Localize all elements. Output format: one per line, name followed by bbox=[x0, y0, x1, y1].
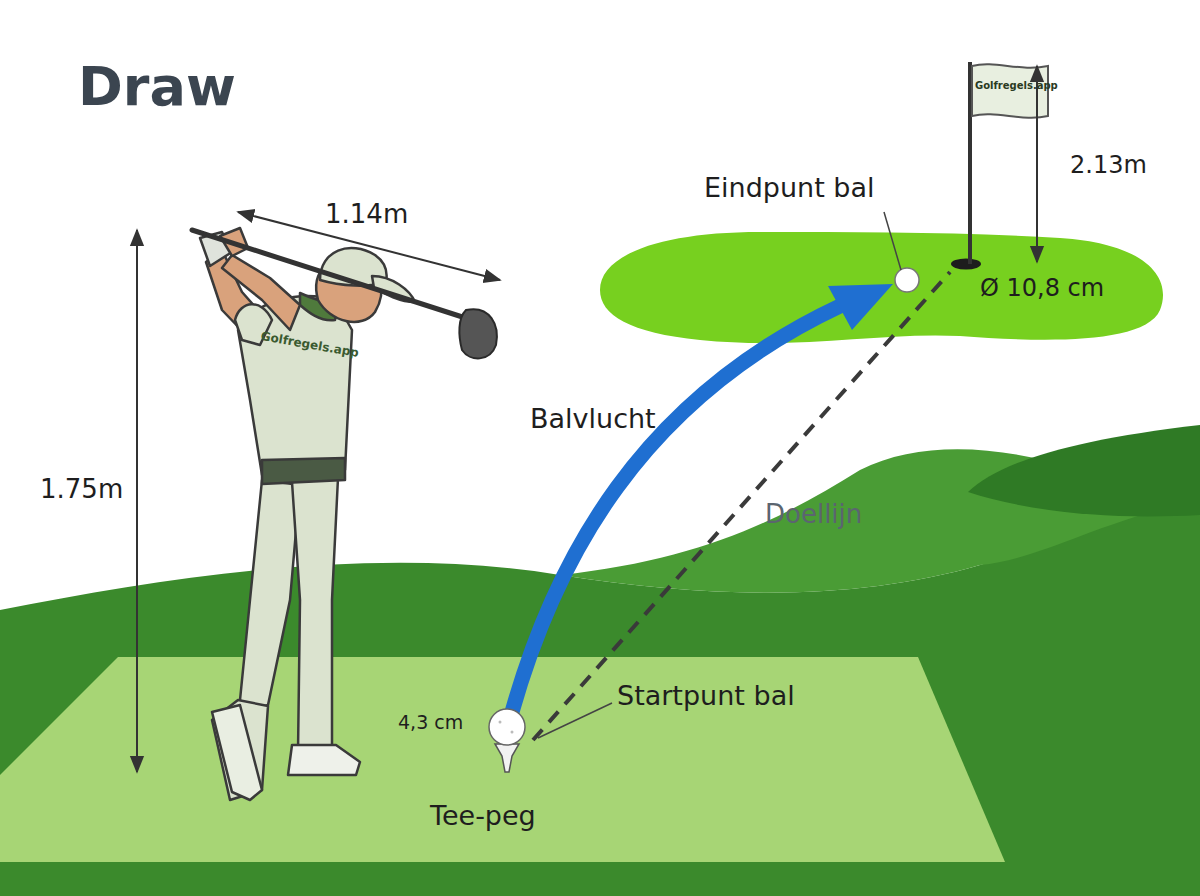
tee-peg bbox=[495, 744, 519, 772]
leader-line bbox=[538, 703, 612, 738]
flight-label: Balvlucht bbox=[530, 403, 656, 434]
line-label: Doellijn bbox=[765, 500, 862, 530]
hole bbox=[951, 259, 981, 270]
golf-club-shaft bbox=[192, 230, 478, 322]
start-ball bbox=[489, 709, 525, 745]
ball-dimple bbox=[499, 721, 502, 724]
callout-label: Eindpunt bal bbox=[704, 172, 875, 203]
dimension-label: 1.14m bbox=[325, 200, 408, 230]
callout-label: Tee-peg bbox=[430, 800, 536, 831]
tee-box bbox=[0, 657, 1005, 862]
ball-flight-arrowhead bbox=[828, 284, 893, 330]
putting-green bbox=[600, 232, 1163, 343]
golfer bbox=[200, 228, 415, 800]
leader-line bbox=[884, 212, 901, 270]
shirt-logo: Golfregels.app bbox=[260, 330, 360, 361]
dimension-label: Ø 10,8 cm bbox=[980, 275, 1104, 303]
callout-label: Startpunt bal bbox=[617, 680, 795, 711]
end-ball bbox=[895, 268, 919, 292]
distant-hill bbox=[968, 425, 1200, 516]
dimension-line bbox=[136, 230, 138, 772]
dimension-label: 4,3 cm bbox=[398, 712, 463, 734]
diagram-title: Draw bbox=[78, 56, 236, 118]
dimension-label: 1.75m bbox=[40, 475, 123, 505]
dimension-line bbox=[1036, 66, 1038, 262]
dimension-label: 2.13m bbox=[1070, 152, 1147, 180]
ball-dimple bbox=[511, 731, 514, 734]
flag-logo: Golfregels.app bbox=[975, 80, 1058, 92]
golf-club-head bbox=[459, 309, 496, 358]
